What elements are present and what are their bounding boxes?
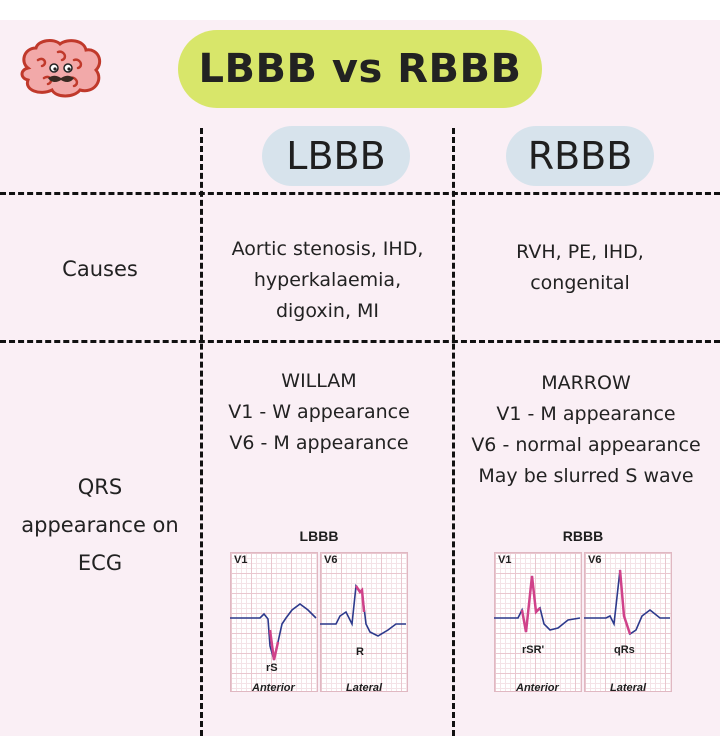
qrs-lbbb-line: V1 - W appearance	[228, 401, 410, 423]
row-label-qrs-line: ECG	[77, 551, 123, 575]
table-divider-col2	[452, 128, 455, 736]
qrs-rbbb-line: MARROW	[541, 372, 631, 394]
page-title: LBBB vs RBBB	[178, 30, 542, 108]
ecg-caption: Anterior	[516, 682, 559, 694]
causes-rbbb-line: RVH, PE, IHD,	[516, 241, 644, 263]
causes-lbbb: Aortic stenosis, IHD, hyperkalaemia, dig…	[203, 234, 452, 327]
causes-rbbb-line: congenital	[530, 272, 630, 294]
causes-lbbb-line: Aortic stenosis, IHD,	[231, 238, 424, 260]
causes-rbbb: RVH, PE, IHD, congenital	[455, 237, 705, 299]
qrs-lbbb-line: WILLAM	[281, 370, 357, 392]
ecg-figure-rbbb: RBBB V1 V6 rSR' qRs Anterior Lateral	[492, 520, 674, 700]
qrs-rbbb-line: V6 - normal appearance	[471, 434, 701, 456]
causes-lbbb-line: hyperkalaemia,	[253, 269, 402, 291]
ecg-lead-label: V1	[498, 554, 512, 566]
qrs-rbbb: MARROW V1 - M appearance V6 - normal app…	[455, 368, 717, 492]
row-label-causes: Causes	[62, 257, 138, 281]
ecg-annotation: rSR'	[522, 644, 545, 656]
ecg-title-lbbb: LBBB	[299, 528, 339, 544]
ecg-traces-lbbb	[230, 583, 406, 661]
column-header-rbbb: RBBB	[506, 126, 654, 186]
top-strip	[0, 0, 720, 20]
ecg-lead-label: V1	[234, 554, 248, 566]
ecg-title-rbbb: RBBB	[562, 528, 604, 544]
brain-mustache-icon	[20, 39, 102, 98]
table-divider-row	[0, 340, 720, 343]
ecg-grid-v6	[584, 552, 672, 692]
ecg-caption: Lateral	[346, 682, 383, 694]
column-header-lbbb: LBBB	[262, 126, 410, 186]
qrs-lbbb-line: V6 - M appearance	[229, 432, 409, 454]
row-label-qrs-line: appearance on	[21, 513, 179, 537]
ecg-annotation: qRs	[614, 644, 635, 656]
ecg-grid-v6	[320, 552, 408, 692]
table-divider-col1	[200, 128, 203, 736]
causes-lbbb-line: digoxin, MI	[275, 300, 380, 322]
ecg-lead-label: V6	[324, 554, 338, 566]
qrs-lbbb: WILLAM V1 - W appearance V6 - M appearan…	[203, 366, 435, 459]
ecg-annotation: R	[356, 646, 364, 658]
row-label-qrs-line: QRS	[77, 475, 123, 499]
ecg-traces-rbbb	[494, 569, 670, 636]
ecg-grid-v1	[230, 552, 318, 692]
qrs-rbbb-line: V1 - M appearance	[496, 403, 676, 425]
ecg-lead-label: V6	[588, 554, 602, 566]
ecg-annotation: rS	[266, 662, 278, 674]
ecg-figure-lbbb: LBBB V1 V6 rS R Anterior Lateral	[228, 520, 410, 700]
table-divider-header	[0, 192, 720, 195]
ecg-caption: Anterior	[252, 682, 295, 694]
row-label-qrs: QRS appearance on ECG	[0, 468, 200, 582]
ecg-caption: Lateral	[610, 682, 647, 694]
qrs-rbbb-line: May be slurred S wave	[478, 465, 694, 487]
